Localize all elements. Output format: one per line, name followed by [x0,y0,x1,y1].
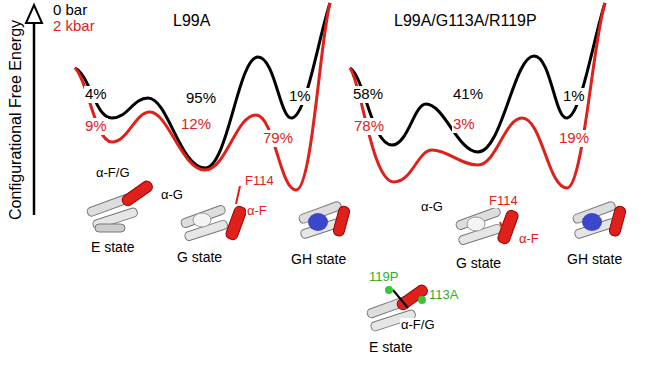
population: 1% [562,88,586,105]
population: 79% [262,130,294,147]
protein-cartoon [180,186,247,242]
population: 95% [185,90,217,107]
population: 58% [352,86,384,103]
helix-label: α-F [518,232,540,246]
residue-label: 113A [428,288,459,302]
population: 4% [84,86,108,103]
population: 3% [452,116,476,133]
population: 12% [180,116,212,133]
protein-cartoon [86,179,154,232]
panel-title: L99A [172,12,211,30]
population: 9% [84,118,108,135]
legend-text: 0 bar [52,2,88,19]
helix-label: α-F/G [400,318,436,332]
state-label: G state [455,256,502,271]
protein-cartoon [572,201,627,240]
protein-cartoon [455,206,519,245]
helix-label: α-G [420,200,444,214]
legend-text: 2 kbar [52,18,96,35]
protein-cartoon [298,201,351,240]
helix-label: α-F/G [95,166,131,180]
axis-line [33,22,36,215]
population: 19% [558,130,590,147]
curve-2kbar [350,3,605,188]
panel-title: L99A/G113A/R119P [393,12,538,30]
residue-label: 119P [368,270,399,284]
helix-label: α-F [246,204,268,218]
population: 1% [288,88,312,105]
state-label: E state [368,340,414,355]
population: 41% [452,86,484,103]
axis-label: Configurational Free Energy [7,19,25,221]
population: 78% [353,118,385,135]
residue-label: F114 [488,194,519,208]
curve-2kbar [75,3,330,190]
helix-label: α-G [160,188,184,202]
state-label: G state [176,250,223,265]
state-label: E state [90,240,136,255]
residue-label: F114 [244,174,275,188]
state-label: GH state [290,252,347,267]
curve-0bar [350,3,605,152]
state-label: GH state [566,252,623,267]
axis-arrowhead [26,5,42,23]
